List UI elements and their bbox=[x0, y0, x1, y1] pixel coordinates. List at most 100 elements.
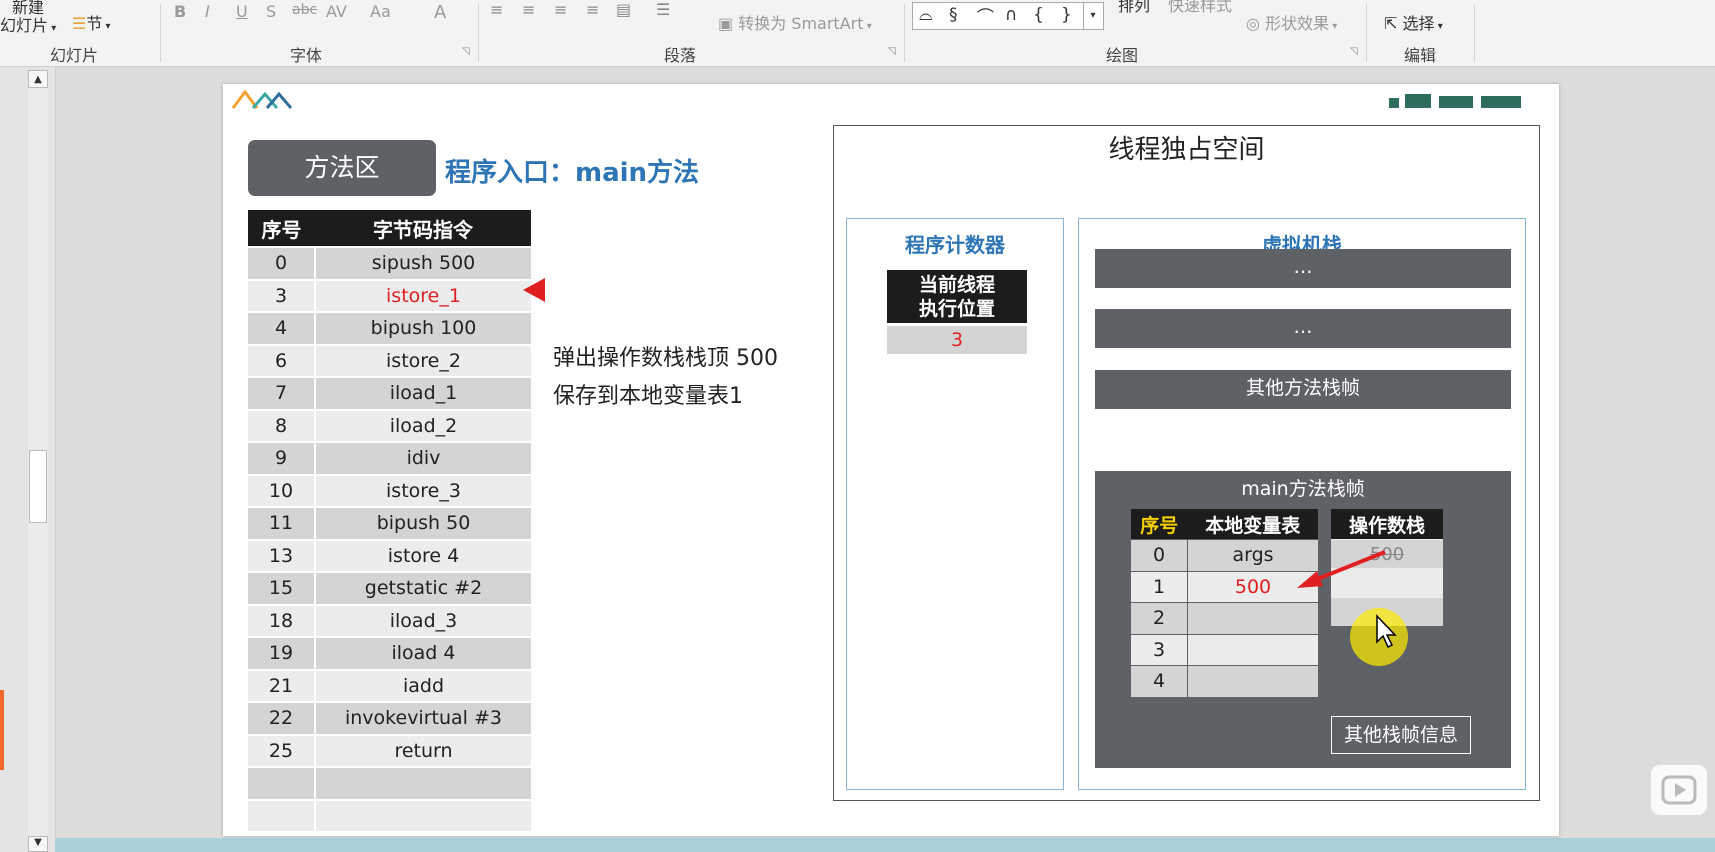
group-label-slides: 幻灯片 bbox=[50, 46, 99, 65]
brand-logo-icon bbox=[231, 89, 293, 109]
bytecode-index: 21 bbox=[248, 668, 316, 702]
dropdown-arrow-icon: ▾ bbox=[863, 21, 872, 32]
bytecode-index: 3 bbox=[248, 278, 316, 312]
new-slide-label-1[interactable]: 新建 bbox=[12, 0, 45, 17]
justify-icon[interactable]: ≡ bbox=[586, 0, 600, 19]
new-slide-button[interactable]: 幻灯片 ▾ bbox=[0, 12, 56, 36]
ribbon-divider bbox=[1474, 4, 1475, 62]
scroll-up-arrow-icon[interactable]: ▲ bbox=[28, 70, 48, 88]
bytecode-index: 25 bbox=[248, 733, 316, 767]
quick-styles-button[interactable]: 快速样式 bbox=[1168, 0, 1233, 15]
program-counter-title: 程序计数器 bbox=[905, 233, 1005, 257]
shapes-gallery[interactable]: ⌓ § ⌒ ∩ { } ▾ bbox=[912, 2, 1104, 30]
bytecode-instruction: bipush 100 bbox=[315, 311, 531, 345]
distribute-icon[interactable]: ▤ bbox=[616, 0, 632, 19]
bytecode-instruction: iload_2 bbox=[315, 408, 531, 442]
strikethrough-button[interactable]: abc bbox=[292, 2, 318, 18]
bytecode-instruction: return bbox=[315, 733, 531, 767]
scroll-down-arrow-icon[interactable]: ▼ bbox=[28, 836, 48, 852]
main-frame-title: main方法栈帧 bbox=[1241, 478, 1365, 500]
gallery-more-icon[interactable]: ▾ bbox=[1083, 3, 1102, 29]
align-right-icon[interactable]: ≡ bbox=[554, 0, 568, 19]
video-play-button[interactable] bbox=[1650, 764, 1708, 816]
mouse-cursor-icon bbox=[1376, 614, 1397, 649]
shape-effects-button[interactable]: ◎ 形状效果 ▾ bbox=[1246, 10, 1337, 34]
bytecode-instruction: istore_1 bbox=[315, 278, 531, 312]
pc-header-line-1: 当前线程 bbox=[918, 274, 995, 296]
description-line-1: 弹出操作数栈栈顶 500 bbox=[553, 346, 778, 371]
select-button[interactable]: ⇱ 选择 ▾ bbox=[1384, 10, 1443, 34]
shape-curve-icon[interactable]: ∩ bbox=[1005, 5, 1018, 25]
columns-icon[interactable]: ☰ bbox=[656, 0, 671, 19]
entry-title: 程序入口：main方法 bbox=[445, 158, 700, 188]
bytecode-instruction: istore 4 bbox=[315, 538, 531, 572]
shape-right-brace-icon[interactable]: } bbox=[1061, 5, 1072, 25]
bytecode-index: 6 bbox=[248, 343, 316, 377]
change-case-button[interactable]: Aa bbox=[370, 2, 391, 21]
group-label-font: 字体 bbox=[290, 46, 323, 65]
bytecode-instruction: idiv bbox=[315, 441, 531, 475]
shape-left-brace-icon[interactable]: { bbox=[1033, 5, 1044, 25]
scrollbar-thumb[interactable] bbox=[29, 450, 47, 523]
select-label: 选择 bbox=[1402, 14, 1435, 33]
bytecode-instruction bbox=[315, 798, 531, 831]
bytecode-instruction bbox=[315, 766, 531, 800]
bytecode-instruction: istore_2 bbox=[315, 343, 531, 377]
bytecode-index bbox=[248, 798, 316, 831]
bytecode-index bbox=[248, 766, 316, 800]
dialog-launcher-icon[interactable]: ◹ bbox=[462, 46, 470, 57]
operand-stack-header: 操作数栈 bbox=[1331, 509, 1443, 540]
lv-value: args bbox=[1187, 539, 1318, 571]
lv-col-value-header: 本地变量表 bbox=[1187, 509, 1318, 540]
italic-button[interactable]: I bbox=[205, 2, 210, 21]
ribbon-divider bbox=[160, 4, 161, 62]
dialog-launcher-icon[interactable]: ◹ bbox=[1350, 46, 1358, 57]
shape-arc-icon[interactable]: ⌒ bbox=[977, 8, 994, 28]
cursor-arrow-icon: ⇱ bbox=[1384, 14, 1398, 33]
shape-scribble-icon[interactable]: § bbox=[949, 5, 958, 25]
smartart-icon: ▣ bbox=[718, 14, 734, 33]
bytecode-index: 7 bbox=[248, 376, 316, 410]
lv-index: 3 bbox=[1131, 633, 1188, 666]
move-value-arrow-icon bbox=[1297, 550, 1386, 588]
bytecode-instruction: iload 4 bbox=[315, 636, 531, 670]
align-left-icon[interactable]: ≡ bbox=[490, 0, 504, 19]
align-center-icon[interactable]: ≡ bbox=[522, 0, 536, 19]
arrange-button[interactable]: 排列 bbox=[1118, 0, 1151, 15]
convert-smartart-button[interactable]: ▣ 转换为 SmartArt ▾ bbox=[718, 10, 872, 34]
group-label-paragraph: 段落 bbox=[664, 46, 697, 65]
bold-button[interactable]: B bbox=[174, 2, 187, 21]
bytecode-row bbox=[248, 766, 531, 800]
bytecode-row bbox=[248, 798, 531, 831]
shape-freeform-icon[interactable]: ⌓ bbox=[919, 5, 933, 25]
char-spacing-button[interactable]: AV bbox=[326, 2, 347, 21]
thread-private-title: 线程独占空间 bbox=[1108, 135, 1265, 165]
dialog-launcher-icon[interactable]: ◹ bbox=[888, 46, 896, 57]
description-line-2: 保存到本地变量表1 bbox=[553, 384, 743, 409]
bytecode-index: 9 bbox=[248, 441, 316, 475]
bytecode-index: 8 bbox=[248, 408, 316, 442]
play-icon bbox=[1661, 775, 1697, 805]
bytecode-index: 15 bbox=[248, 571, 316, 605]
shadow-button[interactable]: S bbox=[266, 2, 277, 21]
font-color-button[interactable]: A bbox=[434, 2, 447, 23]
shape-effects-label: 形状效果 bbox=[1265, 14, 1330, 33]
section-button[interactable]: ☰节 ▾ bbox=[72, 10, 111, 34]
lv-index: 2 bbox=[1131, 602, 1188, 634]
bytecode-col-index-header: 序号 bbox=[248, 210, 315, 247]
section-label: 节 bbox=[86, 14, 103, 33]
bytecode-instruction: sipush 500 bbox=[315, 246, 531, 280]
underline-button[interactable]: U bbox=[236, 2, 248, 21]
